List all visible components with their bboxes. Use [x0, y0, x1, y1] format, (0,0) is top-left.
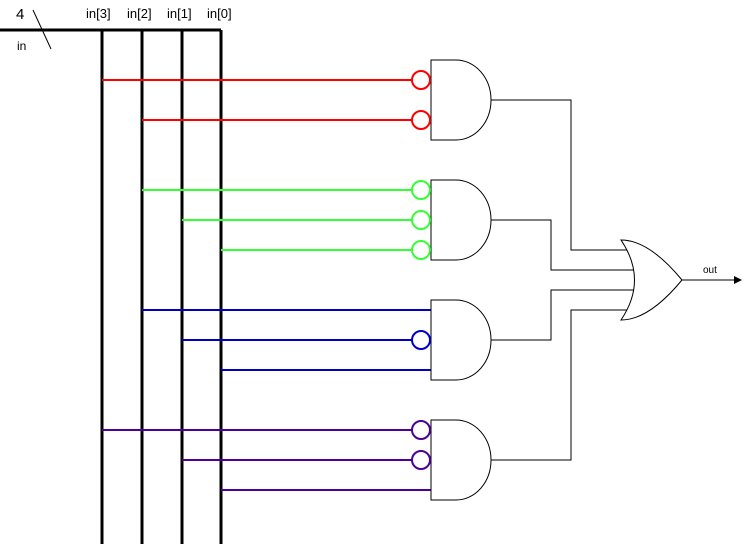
inverter-bubble-purple-1 — [411, 420, 431, 440]
bit-label-in3: in[3] — [86, 6, 111, 21]
inverter-bubble-green-3 — [411, 240, 431, 260]
inverter-bubble-green-2 — [411, 210, 431, 230]
inverter-bubble-red-1 — [411, 70, 431, 90]
and3-to-or-wire — [491, 289, 638, 341]
output-arrow-icon — [734, 276, 742, 284]
inverter-bubble-blue-1 — [411, 330, 431, 350]
and4-to-or-wire — [491, 309, 633, 461]
and1-to-or-wire — [491, 99, 633, 251]
inverter-bubble-purple-2 — [411, 450, 431, 470]
and2-to-or-wire — [491, 219, 638, 271]
and-gate-4 — [430, 419, 492, 501]
and-gate-1 — [430, 59, 492, 141]
and-gate-3 — [430, 299, 492, 381]
inverter-bubble-green-1 — [411, 180, 431, 200]
bus-width-label: 4 — [16, 6, 24, 23]
inverter-bubble-red-2 — [411, 110, 431, 130]
and-gate-2 — [430, 179, 492, 261]
bus-name-label: in — [17, 39, 26, 53]
output-label: out — [703, 265, 717, 276]
bit-label-in1: in[1] — [167, 6, 192, 21]
bit-label-in2: in[2] — [127, 6, 152, 21]
bit-label-in0: in[0] — [207, 6, 232, 21]
or-gate — [620, 239, 683, 321]
